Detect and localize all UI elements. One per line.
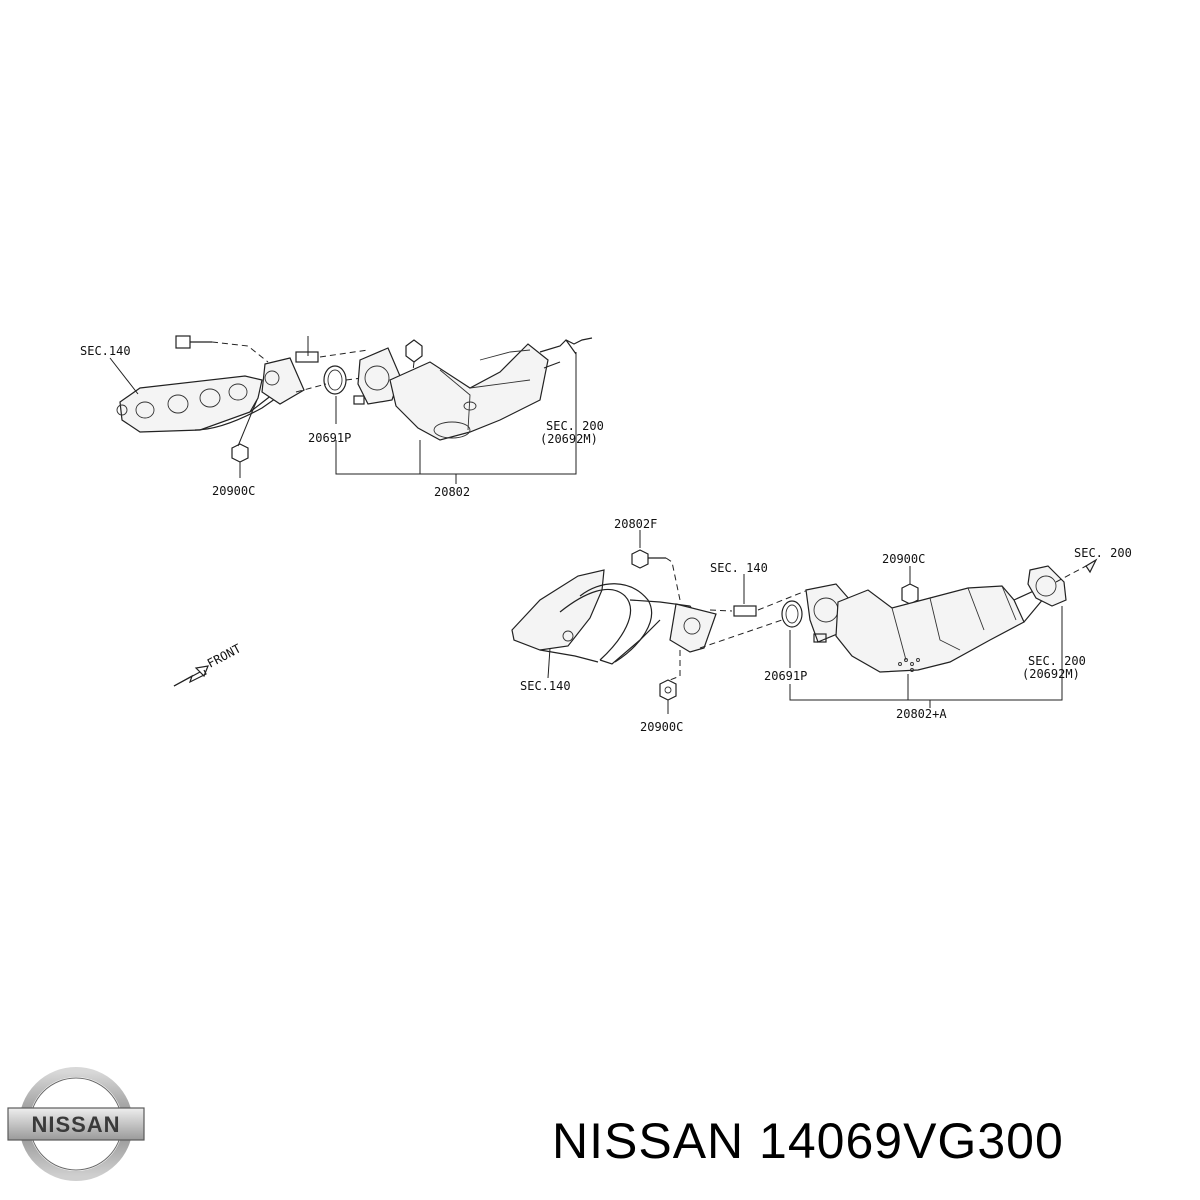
lower-sec200-label: SEC. 200	[1028, 654, 1086, 668]
upper-sec140-label: SEC.140	[80, 344, 131, 358]
lower-sec200-arrow-label: SEC. 200	[1074, 546, 1132, 560]
lower-assembly-label: 20802+A	[896, 707, 947, 721]
lower-sec140-top-label: SEC. 140	[710, 561, 768, 575]
upper-assembly: SEC.140 20691P 20900C 20802 SEC. 200 (20…	[80, 335, 604, 499]
upper-sec200-ref-label: (20692M)	[540, 432, 598, 446]
upper-nut-label: 20900C	[212, 484, 255, 498]
lower-gasket-label: 20691P	[764, 669, 807, 683]
lower-sec140-bottom-label: SEC.140	[520, 679, 571, 693]
front-direction-arrow: FRONT	[173, 641, 243, 687]
lower-nut-bottom-label: 20900C	[640, 720, 683, 734]
upper-assembly-label: 20802	[434, 485, 470, 499]
lower-nut-top-label: 20900C	[882, 552, 925, 566]
lower-bolt-label: 20802F	[614, 517, 657, 531]
part-number-title: NISSAN 14069VG300	[552, 1113, 1064, 1169]
lower-sec200-ref-label: (20692M)	[1022, 667, 1080, 681]
lower-assembly: 20802F SEC. 140 20900C SEC. 200 SEC.140 …	[511, 517, 1132, 734]
front-label: FRONT	[205, 641, 243, 670]
upper-gasket-label: 20691P	[308, 431, 351, 445]
logo-wordmark: NISSAN	[31, 1112, 120, 1137]
nissan-logo: NISSAN	[7, 1067, 145, 1181]
upper-sec200-label: SEC. 200	[546, 419, 604, 433]
